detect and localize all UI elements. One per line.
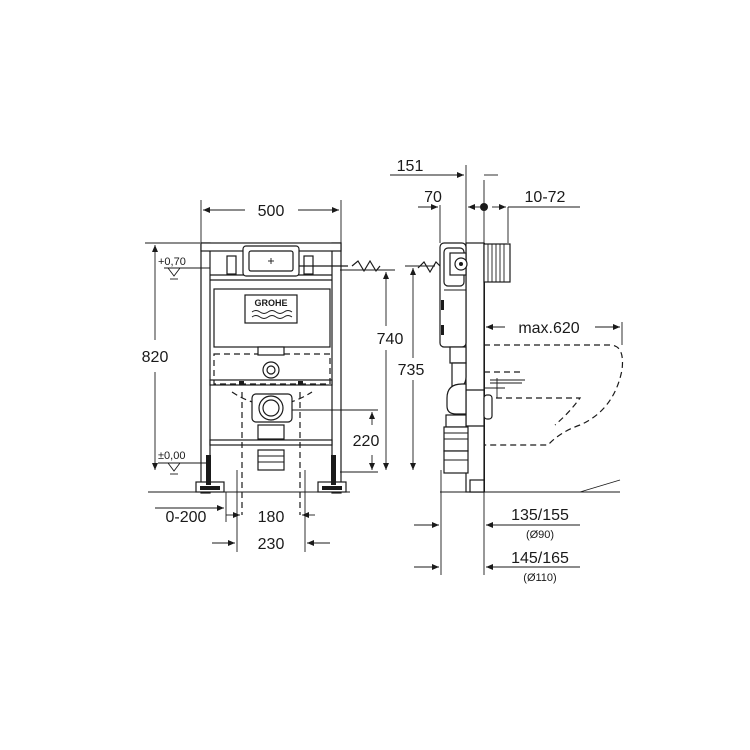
level-top: +0,70 xyxy=(158,256,210,280)
dimension-height-220: 220 xyxy=(292,409,380,473)
dimension-135-155: 135/155 (Ø90) xyxy=(414,470,580,575)
dim-0-200-label: 0-200 xyxy=(166,509,207,526)
level-top-label: +0,70 xyxy=(158,256,186,268)
dim-dia-90-label: (Ø90) xyxy=(526,529,554,541)
dim-220-label: 220 xyxy=(353,433,380,450)
dim-10-72-label: 10-72 xyxy=(525,189,566,206)
level-zero-label: ±0,00 xyxy=(158,450,185,462)
logo-text: GROHE xyxy=(254,298,287,308)
dimension-width-230: 230 xyxy=(212,470,330,553)
dim-230-label: 230 xyxy=(258,536,285,553)
dim-70-label: 70 xyxy=(424,189,442,206)
dimension-145-165: 145/165 (Ø110) xyxy=(414,550,580,584)
dim-740-label: 740 xyxy=(377,331,404,348)
dimension-height-735: 735 xyxy=(398,265,435,470)
dimension-151: 151 xyxy=(390,158,467,243)
dimension-0-200: 0-200 xyxy=(155,492,227,526)
side-view xyxy=(417,180,624,493)
dimension-70: 70 xyxy=(418,189,480,243)
dimension-10-72: 10-72 xyxy=(480,174,580,243)
dim-dia-110-label: (Ø110) xyxy=(523,572,556,584)
dimension-height-820: 820 xyxy=(142,242,200,470)
dim-151-label: 151 xyxy=(397,158,424,175)
front-view: GROHE xyxy=(148,242,381,515)
dim-145-165-label: 145/165 xyxy=(511,550,569,567)
dimension-width-180: 180 xyxy=(226,509,315,526)
dim-135-155-label: 135/155 xyxy=(511,507,569,524)
dimension-width-500: 500 xyxy=(200,200,342,243)
dimension-height-740: 740 xyxy=(340,269,404,470)
dim-735-label: 735 xyxy=(398,362,425,379)
level-zero: ±0,00 xyxy=(158,450,206,475)
dim-max-620-label: max.620 xyxy=(518,320,579,337)
dim-180-label: 180 xyxy=(258,509,285,526)
dim-500-label: 500 xyxy=(258,203,285,220)
dimension-max-620: max.620 xyxy=(486,320,623,345)
dim-820-label: 820 xyxy=(142,349,169,366)
grohe-logo: GROHE xyxy=(244,294,298,324)
